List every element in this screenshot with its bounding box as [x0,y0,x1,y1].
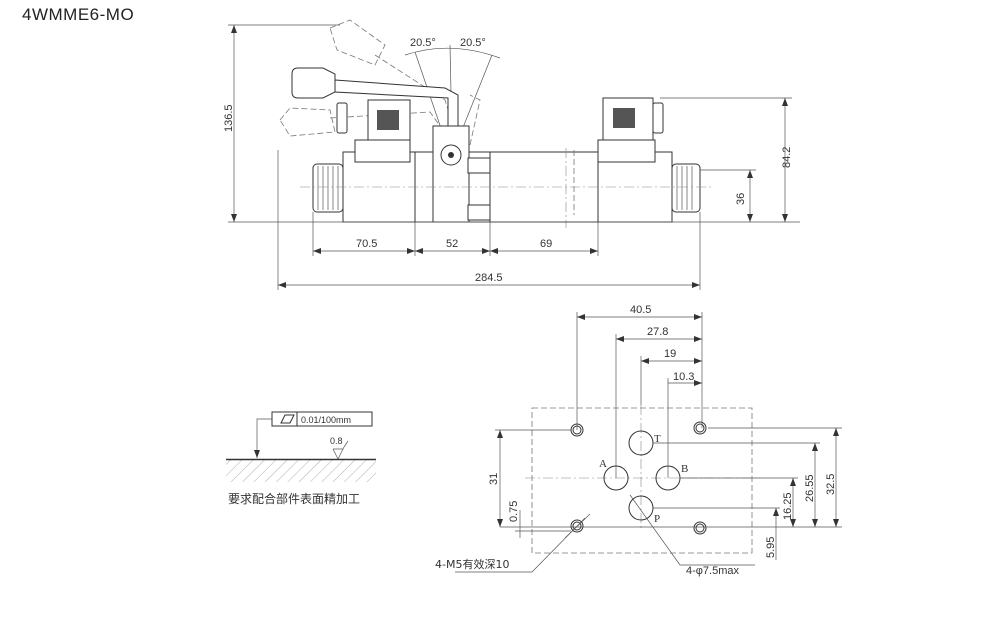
angle-right-label: 20.5° [460,37,486,49]
right-dimensions: 32.5 26.55 16.25 5.95 [500,427,842,560]
flatness-icon [280,414,295,424]
dim-284-5: 284.5 [475,272,503,284]
dim-40-5: 40.5 [630,304,651,316]
mounting-face-outline [531,407,753,554]
angle-left-label: 20.5° [410,37,436,49]
side-dimensions: 136.5 84.2 36 70.5 52 69 284.5 [223,24,800,290]
port-diameter-note: 4-φ7.5max [686,565,739,577]
dim-16-25: 16.25 [782,492,794,520]
dim-10-3: 10.3 [673,371,694,383]
drawing-title: 4WMME6-MO [22,5,135,24]
port-label-b: B [681,463,688,475]
dim-0-75: 0.75 [508,501,520,522]
left-connector-base [354,139,411,163]
right-knurled-nut [671,163,701,213]
flatness-tolerance: 0.01/100mm [301,415,351,425]
dim-19: 19 [664,348,676,360]
dim-84-2: 84.2 [781,147,793,168]
surface-finish-note: 0.01/100mm 0.8 要求配合部件表面精加工 [226,411,376,506]
port-label-p: P [654,513,660,525]
roughness-symbol [332,440,349,460]
dim-136-5: 136.5 [223,104,235,132]
dim-26-55: 26.55 [804,474,816,502]
port-label-t: T [654,433,661,445]
dim-31: 31 [488,473,500,485]
left-dimensions: 31 0.75 [488,429,571,538]
top-dimensions: 40.5 27.8 19 10.3 [576,304,703,478]
right-connector-base [597,139,656,163]
finish-caption: 要求配合部件表面精加工 [228,491,360,506]
right-connector-icon [613,108,635,128]
roughness-value: 0.8 [330,436,343,446]
dim-32-5: 32.5 [825,474,837,495]
thread-note: 4-M5有效深10 [435,557,509,571]
dim-52: 52 [446,238,458,250]
dim-36: 36 [735,193,747,205]
dim-5-95: 5.95 [765,537,777,558]
dim-69: 69 [540,238,552,250]
left-connector-icon [377,110,399,130]
dim-70-5: 70.5 [356,238,377,250]
mounting-face-view: T A B P 40.5 27.8 19 10.3 [435,304,842,577]
port-label-a: A [599,458,607,470]
dim-27-8: 27.8 [647,326,668,338]
valve-side-view: 20.5° 20.5° [223,19,800,290]
